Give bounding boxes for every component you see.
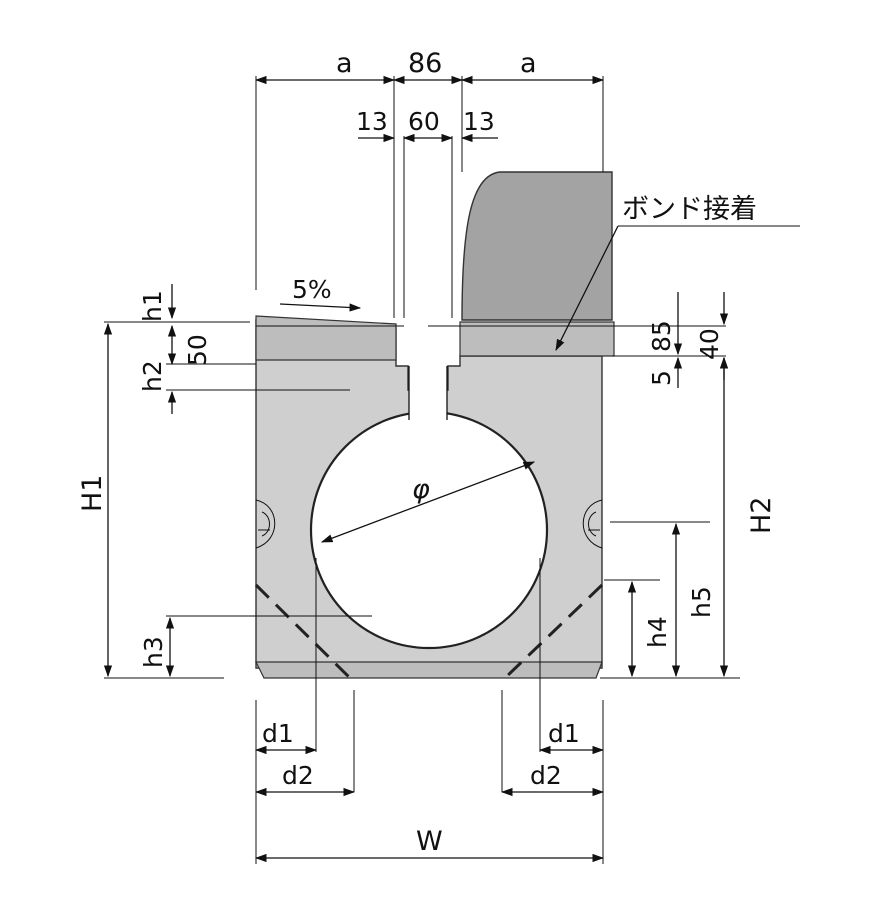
dim-13-right: 13 bbox=[463, 107, 495, 136]
dim-85: 85 bbox=[647, 320, 676, 352]
dim-60: 60 bbox=[408, 107, 440, 136]
dim-H1: H1 bbox=[77, 475, 108, 512]
bottom-strip bbox=[255, 661, 603, 679]
dim-W: W bbox=[416, 826, 443, 857]
dim-h3: h3 bbox=[139, 636, 168, 668]
dim-40: 40 bbox=[695, 328, 724, 360]
dim-h5: h5 bbox=[687, 586, 716, 618]
center-hole bbox=[309, 410, 549, 650]
right-anchor-mark bbox=[582, 499, 603, 549]
dim-a-right: a bbox=[520, 48, 537, 79]
dim-5: 5 bbox=[647, 370, 676, 386]
dim-h2: h2 bbox=[138, 360, 167, 392]
dim-d2-right: d2 bbox=[530, 761, 562, 790]
dim-d1-left: d1 bbox=[262, 719, 294, 748]
right-dashed-anchor bbox=[503, 583, 604, 680]
dim-H2: H2 bbox=[746, 497, 777, 534]
dim-phi: φ bbox=[412, 474, 430, 505]
left-anchor-mark bbox=[255, 499, 276, 549]
bond-label: ボンド接着 bbox=[622, 194, 757, 225]
left-dashed-anchor bbox=[254, 583, 352, 680]
left-slope-slab bbox=[255, 315, 397, 361]
dim-13-left: 13 bbox=[356, 107, 388, 136]
slope-label: 5% bbox=[292, 275, 332, 304]
dim-a-left: a bbox=[336, 48, 353, 79]
center-slot bbox=[409, 370, 447, 420]
right-block bbox=[461, 171, 613, 321]
dim-d1-right: d1 bbox=[548, 719, 580, 748]
dim-86: 86 bbox=[408, 48, 442, 79]
dim-h4: h4 bbox=[643, 616, 672, 648]
dim-h1: h1 bbox=[138, 290, 167, 322]
dim-50: 50 bbox=[183, 334, 212, 366]
dim-d2-left: d2 bbox=[282, 761, 314, 790]
right-plate bbox=[459, 321, 615, 357]
